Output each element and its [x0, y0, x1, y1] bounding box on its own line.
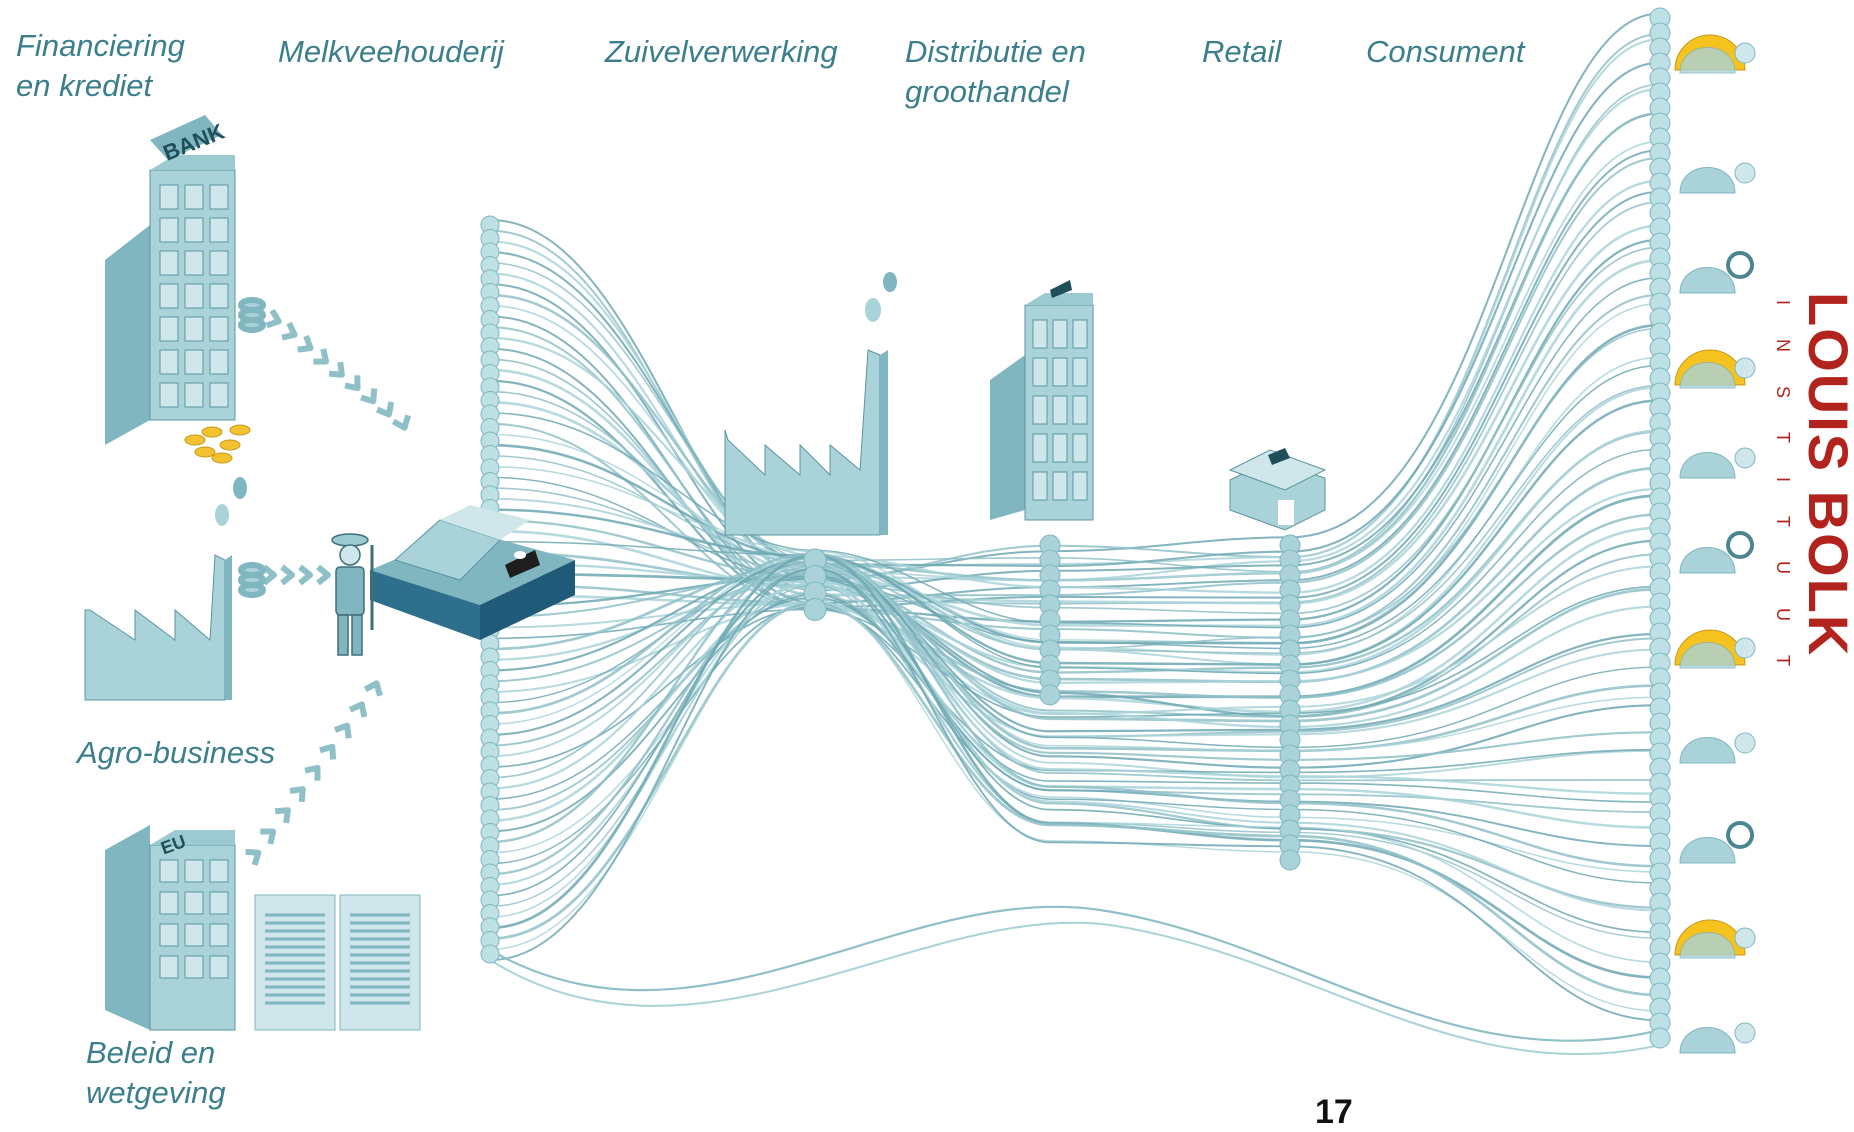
retail-shop	[1228, 448, 1327, 531]
farmer-figure	[331, 533, 374, 656]
distribution-building	[990, 280, 1094, 521]
chain-nodes	[480, 7, 1671, 1049]
louis-bolk-logo: LOUIS BOLK	[1797, 292, 1854, 658]
consumer-figures	[1674, 34, 1756, 1054]
instituut-logo-text: INSTITUUT	[1773, 300, 1793, 700]
dairy-factory	[724, 272, 897, 536]
flow-arrows	[238, 297, 412, 866]
label-beleid: Beleid en wetgeving	[86, 1035, 226, 1110]
eu-building: EU	[105, 825, 236, 1031]
supply-chain-diagram: BANK EU	[84, 7, 1756, 1055]
agro-factory	[84, 477, 247, 701]
label-agro-business: Agro-business	[77, 735, 276, 770]
stage-label-consument: Consument	[1366, 34, 1525, 69]
stage-label-zuivelverwerking: Zuivelverwerking	[605, 34, 838, 69]
chain-strands	[488, 12, 1662, 1055]
page-number: 17	[1315, 1093, 1353, 1131]
stage-label-melkveehouderij: Melkveehouderij	[278, 34, 504, 69]
bank-building: BANK	[105, 115, 251, 464]
documents-icon	[254, 894, 421, 1031]
coins-icon	[184, 424, 251, 464]
dairy-farm	[370, 505, 575, 640]
stage-label-retail: Retail	[1202, 34, 1282, 69]
